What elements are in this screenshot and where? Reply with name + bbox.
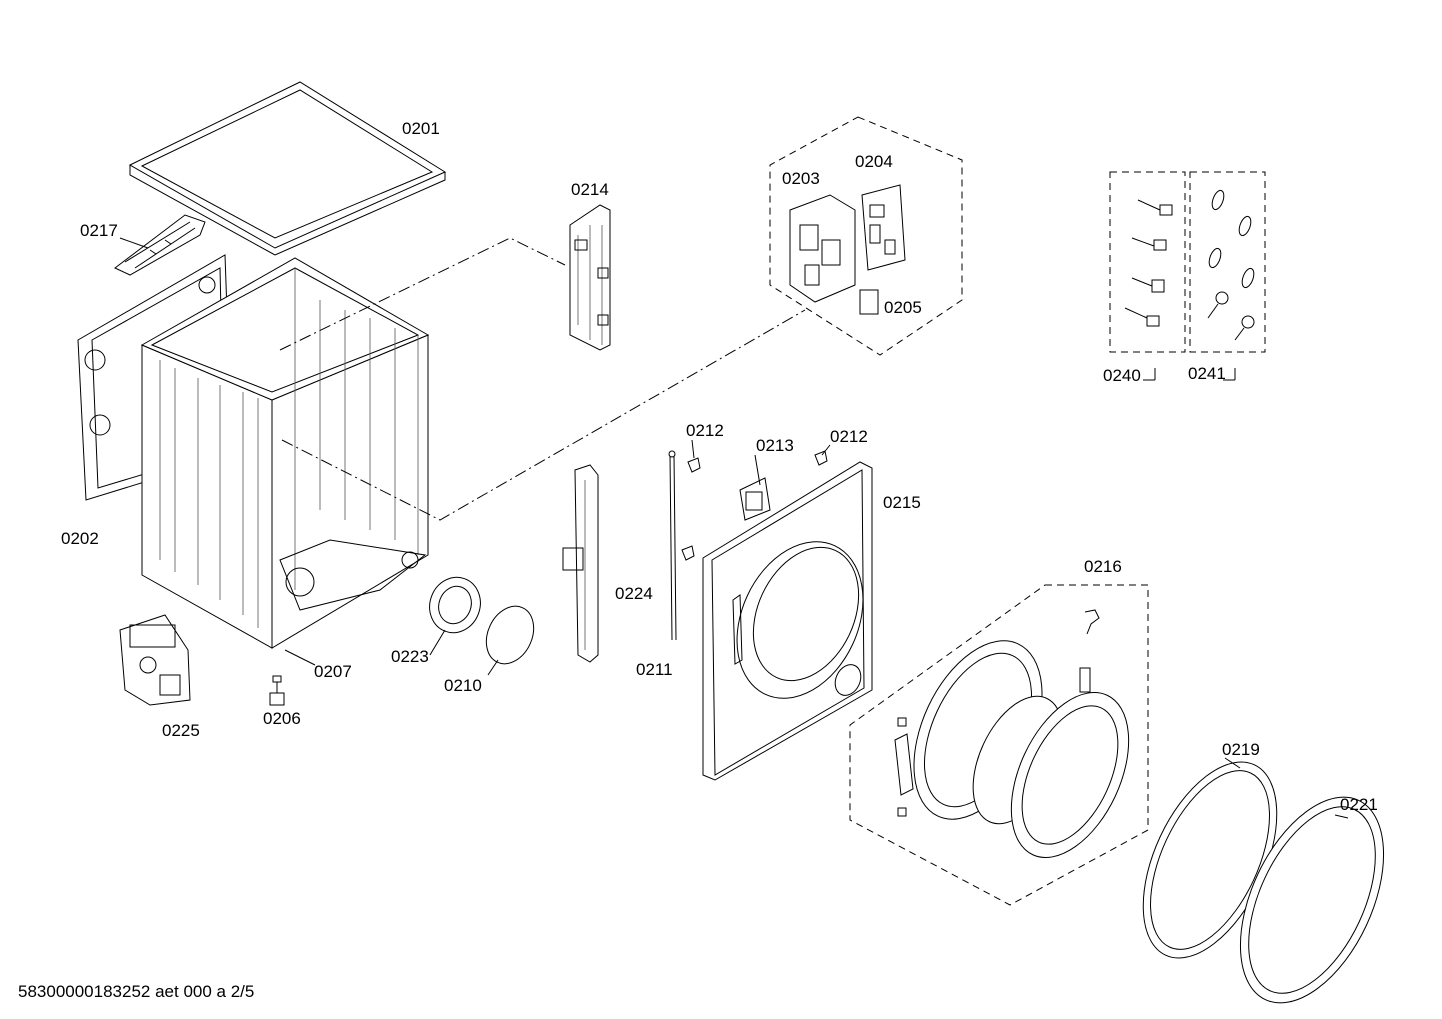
cover-disc-part: [485, 605, 535, 676]
label-0224: 0224: [615, 584, 653, 603]
clip-part-left: [681, 457, 701, 561]
label-0204: 0204: [855, 152, 893, 171]
top-cover-part: [128, 81, 447, 256]
label-0207: 0207: [314, 662, 352, 681]
control-board-part: [861, 184, 906, 271]
label-0241: 0241: [1188, 364, 1226, 383]
label-0211: 0211: [636, 660, 673, 679]
label-0206: 0206: [263, 709, 301, 728]
label-0214: 0214: [571, 180, 609, 199]
front-panel-part: [702, 461, 873, 781]
cabinet-frame-part: [140, 257, 430, 649]
clip-part-right: [814, 450, 828, 466]
side-rail-lower-part: [562, 464, 599, 663]
label-0223: 0223: [391, 647, 429, 666]
control-module-part: [119, 614, 191, 706]
label-0212-left: 0212: [686, 421, 724, 440]
label-0216: 0216: [1084, 557, 1122, 576]
lock-module-part: [739, 477, 771, 521]
screws-group-parts: [1124, 199, 1173, 327]
clips-group-frame: [1189, 171, 1266, 353]
clips-group-parts: [1207, 189, 1255, 341]
label-0217: 0217: [80, 221, 118, 240]
side-rail-top-part: [569, 204, 611, 351]
screws-group-frame: [1109, 171, 1186, 353]
rod-part: [668, 450, 677, 641]
label-0221: 0221: [1340, 795, 1378, 814]
electronics-group-frame: [769, 116, 963, 356]
foot-screw-part: [269, 675, 285, 706]
label-0240: 0240: [1103, 366, 1141, 385]
label-0212-right: 0212: [830, 427, 868, 446]
handle-bracket-part: [114, 214, 206, 276]
door-assembly-parts: [894, 609, 1130, 859]
label-0202: 0202: [61, 529, 99, 548]
assembly-guide-line: [281, 309, 806, 521]
label-0205: 0205: [884, 298, 922, 317]
label-0225: 0225: [162, 721, 200, 740]
label-0203: 0203: [782, 169, 820, 188]
door-ring-outer-part: [1239, 796, 1385, 1004]
small-connector-part: [859, 289, 879, 315]
document-footer: 58300000183252 aet 000 a 2/5: [18, 982, 255, 1001]
label-0213: 0213: [756, 436, 794, 455]
control-board-housing-part: [789, 194, 856, 303]
pump-ring-part: [429, 576, 481, 656]
leader-lines: [119, 237, 1236, 666]
assembly-guide-line: [279, 237, 566, 351]
label-0219: 0219: [1222, 740, 1260, 759]
door-assembly-frame: [849, 584, 1149, 906]
door-ring-inner-part: [1142, 757, 1278, 959]
label-0215: 0215: [883, 493, 921, 512]
label-0210: 0210: [444, 676, 482, 695]
label-0201: 0201: [402, 119, 440, 138]
